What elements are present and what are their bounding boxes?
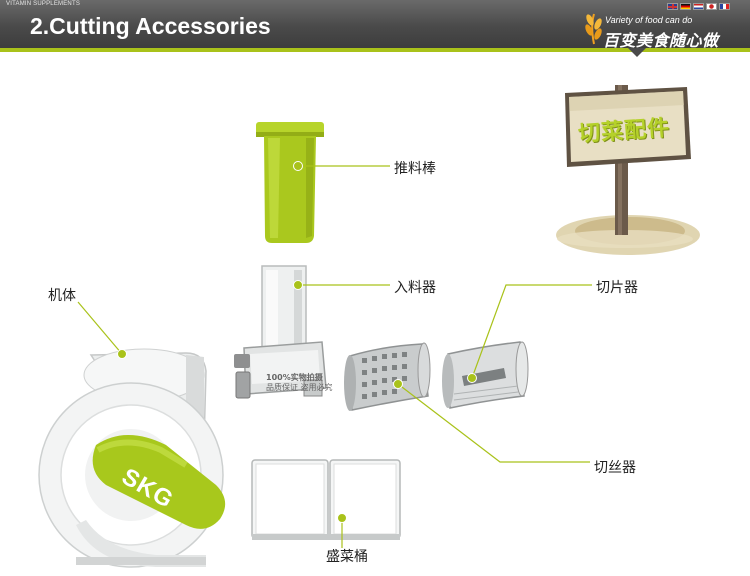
header-bar: VITAMIN SUPPLEMENTS 2.Cutting Accessorie… (0, 0, 750, 50)
body-image (38, 348, 226, 568)
header-accent-strip (0, 48, 750, 52)
section-title: 2.Cutting Accessories (30, 13, 271, 39)
label-slicer: 切片器 (596, 280, 638, 296)
germany-flag-icon[interactable] (680, 3, 691, 10)
wooden-sign-illustration (556, 85, 700, 255)
korea-flag-icon[interactable] (706, 3, 717, 10)
wheat-logo-icon (585, 13, 602, 45)
feeder-image (234, 265, 327, 399)
slogan-chinese: 百变美食随心做 (603, 31, 719, 50)
label-body: 机体 (48, 288, 76, 304)
label-container: 盛菜桶 (326, 549, 368, 565)
france-flag-icon[interactable] (719, 3, 730, 10)
label-feeder: 入料器 (394, 280, 436, 296)
shredder-image (344, 342, 431, 411)
slicer-image (442, 341, 529, 409)
watermark: 100%实物拍摄 品质保证 盗用必究 (266, 373, 333, 393)
pusher-image (256, 122, 324, 243)
label-shredder: 切丝器 (594, 460, 636, 476)
watermark-sub: 品质保证 盗用必究 (266, 383, 333, 392)
label-pusher: 推料棒 (394, 161, 436, 177)
watermark-main: 100%实物拍摄 (266, 373, 323, 382)
language-flags[interactable] (667, 3, 730, 10)
uk-flag-icon[interactable] (667, 3, 678, 10)
slogan-english: Variety of food can do (605, 15, 693, 25)
netherlands-flag-icon[interactable] (693, 3, 704, 10)
container-image (251, 459, 401, 540)
header-notch (628, 48, 646, 57)
header-tagline: VITAMIN SUPPLEMENTS (6, 1, 81, 7)
